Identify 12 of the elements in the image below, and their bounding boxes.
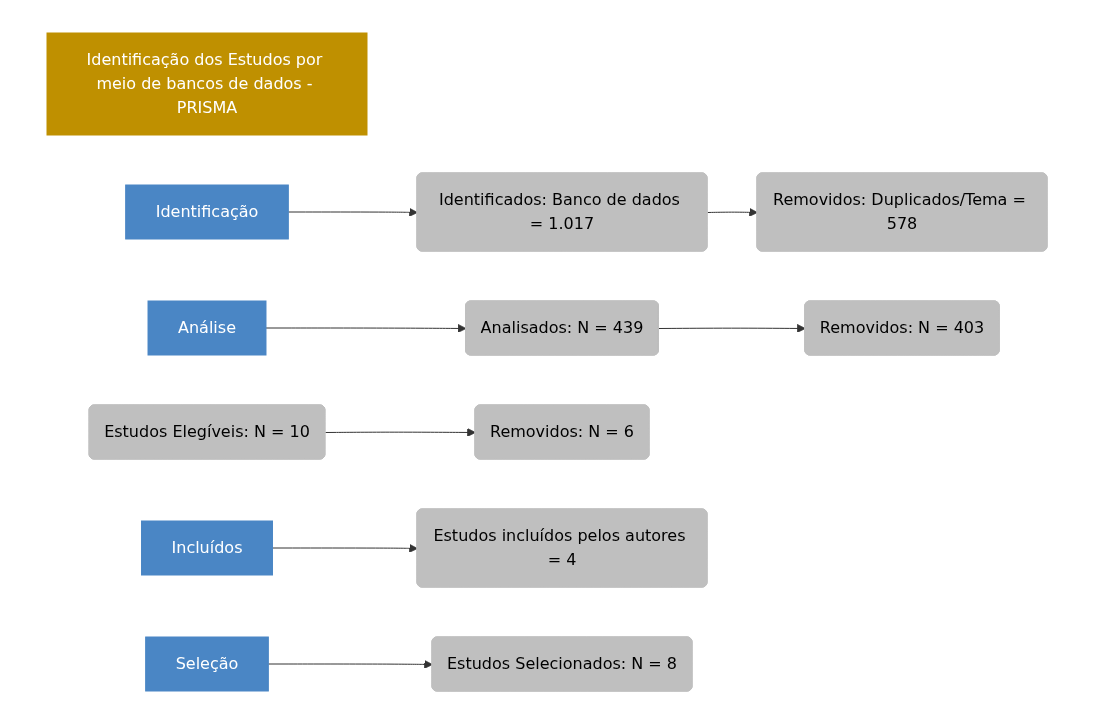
arrow [272, 543, 418, 553]
node-box: Seleção [145, 636, 269, 692]
arrow [287, 207, 418, 217]
arrow [658, 324, 806, 333]
arrow [267, 660, 433, 669]
node-box: Análise [147, 300, 267, 356]
node-box: Identificação dos Estudos por meio de bancos de dados - PRISMA [46, 32, 368, 136]
node-box: Incluídos [141, 520, 273, 576]
arrow [324, 428, 476, 437]
node-box: Identificação [125, 184, 289, 240]
arrow [265, 324, 467, 333]
arrow [707, 207, 758, 217]
